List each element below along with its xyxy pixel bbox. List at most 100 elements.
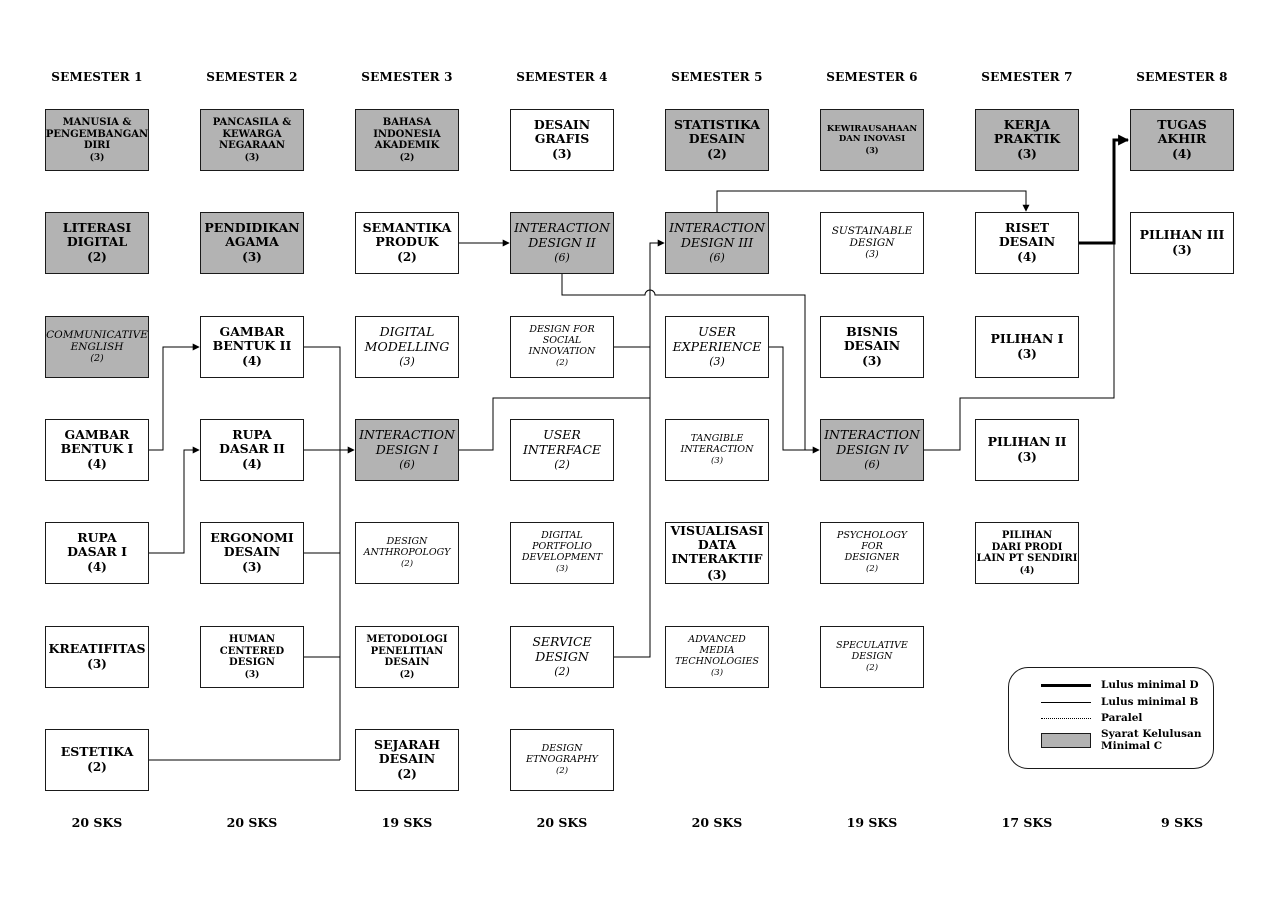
legend-dotted-line [1041, 718, 1091, 720]
course-speculative-design: SPECULATIVE DESIGN (2) [820, 626, 924, 688]
course-tugas-akhir: TUGAS AKHIR (4) [1130, 109, 1234, 171]
course-title: USER INTERFACE [522, 427, 602, 457]
course-title: PILIHAN I [990, 330, 1064, 346]
semester-6-sks: 19 SKS [846, 815, 898, 830]
course-credits: (3) [552, 147, 572, 162]
course-title: DESIGN FOR SOCIAL INNOVATION [528, 324, 596, 358]
semester-4-header: SEMESTER 4 [516, 70, 608, 84]
course-psychology-for-designer: PSYCHOLOGY FOR DESIGNER (2) [820, 522, 924, 584]
course-credits: (3) [555, 564, 569, 574]
semester-1-sks: 20 SKS [71, 815, 123, 830]
course-credits: (2) [90, 353, 104, 365]
connector-service-design [614, 239, 665, 658]
semester-7-header: SEMESTER 7 [981, 70, 1073, 84]
course-title: PILIHAN III [1139, 226, 1225, 242]
legend-thin-line [1041, 702, 1091, 704]
course-design-etnography: DESIGN ETNOGRAPHY (2) [510, 729, 614, 791]
course-tangible-interaction: TANGIBLE INTERACTION (3) [665, 419, 769, 481]
course-interaction-design-iii: INTERACTION DESIGN III (6) [665, 212, 769, 274]
course-visualisasi-data-interaktif: VISUALISASI DATA INTERAKTIF (3) [665, 522, 769, 584]
course-credits: (4) [87, 457, 107, 472]
course-title: DESAIN GRAFIS [533, 116, 591, 147]
course-estetika: ESTETIKA (2) [45, 729, 149, 791]
semester-8-header: SEMESTER 8 [1136, 70, 1228, 84]
course-desain-grafis: DESAIN GRAFIS (3) [510, 109, 614, 171]
course-credits: (2) [865, 564, 879, 574]
course-kewirausahaan-dan-inovasi: KEWIRAUSAHAAN DAN INOVASI (3) [820, 109, 924, 171]
course-advanced-media-technologies: ADVANCED MEDIA TECHNOLOGIES (3) [665, 626, 769, 688]
course-title: RUPA DASAR I [67, 529, 127, 560]
semester-2-header: SEMESTER 2 [206, 70, 298, 84]
course-gambar-bentuk-ii: GAMBAR BENTUK II (4) [200, 316, 304, 378]
course-credits: (2) [707, 147, 727, 162]
semester-1-header: SEMESTER 1 [51, 70, 143, 84]
course-title: SPECULATIVE DESIGN [836, 639, 908, 662]
course-title: VISUALISASI DATA INTERAKTIF [670, 522, 764, 567]
legend-shaded-swatch [1041, 733, 1091, 749]
course-interaction-design-i: INTERACTION DESIGN I (6) [355, 419, 459, 481]
course-title: MANUSIA & PENGEMBANGAN DIRI [45, 117, 149, 152]
connector-riset-to-ta [1079, 134, 1130, 245]
course-credits: (3) [707, 567, 727, 582]
course-bahasa-indonesia-akademik: BAHASA INDONESIA AKADEMIK (2) [355, 109, 459, 171]
course-title: KREATIFITAS [48, 640, 146, 656]
connector-id3-to-riset [716, 190, 1030, 212]
course-title: METODOLOGI PENELITIAN DESAIN [366, 634, 448, 669]
course-kreatifitas: KREATIFITAS (3) [45, 626, 149, 688]
course-pilihan-ii: PILIHAN II (3) [975, 419, 1079, 481]
course-credits: (3) [399, 355, 415, 369]
course-service-design: SERVICE DESIGN (2) [510, 626, 614, 688]
course-credits: (6) [554, 251, 570, 265]
course-user-experience: USER EXPERIENCE (3) [665, 316, 769, 378]
course-pancasila-kewarganegaraan: PANCASILA & KEWARGA NEGARAAN (3) [200, 109, 304, 171]
course-title: INTERACTION DESIGN II [514, 220, 610, 250]
course-digital-modelling: DIGITAL MODELLING (3) [355, 316, 459, 378]
semester-3-sks: 19 SKS [381, 815, 433, 830]
course-statistika-desain: STATISTIKA DESAIN (2) [665, 109, 769, 171]
course-title: COMMUNICATIVE ENGLISH [46, 328, 148, 354]
course-title: SEJARAH DESAIN [373, 736, 441, 767]
course-credits: (3) [865, 249, 879, 261]
course-title: TUGAS AKHIR [1157, 116, 1207, 147]
course-interaction-design-iv: INTERACTION DESIGN IV (6) [820, 419, 924, 481]
course-credits: (4) [242, 457, 262, 472]
course-rupa-dasar-ii: RUPA DASAR II (4) [200, 419, 304, 481]
course-credits: (4) [87, 560, 107, 575]
course-pilihan-i: PILIHAN I (3) [975, 316, 1079, 378]
legend-thick-label: Lulus minimal D [1101, 679, 1199, 691]
course-title: PENDIDIKAN AGAMA [204, 219, 300, 250]
semester-4-sks: 20 SKS [536, 815, 588, 830]
course-credits: (6) [709, 251, 725, 265]
course-credits: (2) [397, 250, 417, 265]
course-credits: (3) [862, 354, 882, 369]
connector-id4-to-ta [924, 140, 1115, 451]
course-credits: (3) [242, 560, 262, 575]
legend-dotted-label: Paralel [1101, 712, 1143, 724]
semester-6-header: SEMESTER 6 [826, 70, 918, 84]
connector-id1-to-id3 [459, 397, 650, 451]
course-gambar-bentuk-i: GAMBAR BENTUK I (4) [45, 419, 149, 481]
connector-ux-to-id4 [769, 346, 820, 454]
course-credits: (4) [1019, 565, 1035, 576]
course-credits: (2) [865, 662, 879, 673]
course-credits: (2) [555, 765, 569, 776]
course-pendidikan-agama: PENDIDIKAN AGAMA (3) [200, 212, 304, 274]
course-credits: (3) [710, 455, 724, 466]
course-credits: (4) [1172, 147, 1192, 162]
semester-5-sks: 20 SKS [691, 815, 743, 830]
course-credits: (2) [400, 558, 414, 569]
course-credits: (3) [1017, 450, 1037, 465]
course-title: HUMAN CENTERED DESIGN [219, 634, 285, 669]
course-credits: (3) [244, 152, 260, 163]
course-credits: (6) [399, 458, 415, 472]
legend-shaded-line2: Minimal C [1101, 739, 1163, 752]
course-pilihan-iii: PILIHAN III (3) [1130, 212, 1234, 274]
course-title: SEMANTIKA PRODUK [362, 219, 452, 250]
course-metodologi-penelitian-desain: METODOLOGI PENELITIAN DESAIN (2) [355, 626, 459, 688]
course-bisnis-desain: BISNIS DESAIN (3) [820, 316, 924, 378]
course-title: ERGONOMI DESAIN [210, 529, 294, 560]
course-credits: (2) [399, 669, 415, 680]
course-design-for-social-innovation: DESIGN FOR SOCIAL INNOVATION (2) [510, 316, 614, 378]
course-title: BAHASA INDONESIA AKADEMIK [373, 117, 441, 152]
